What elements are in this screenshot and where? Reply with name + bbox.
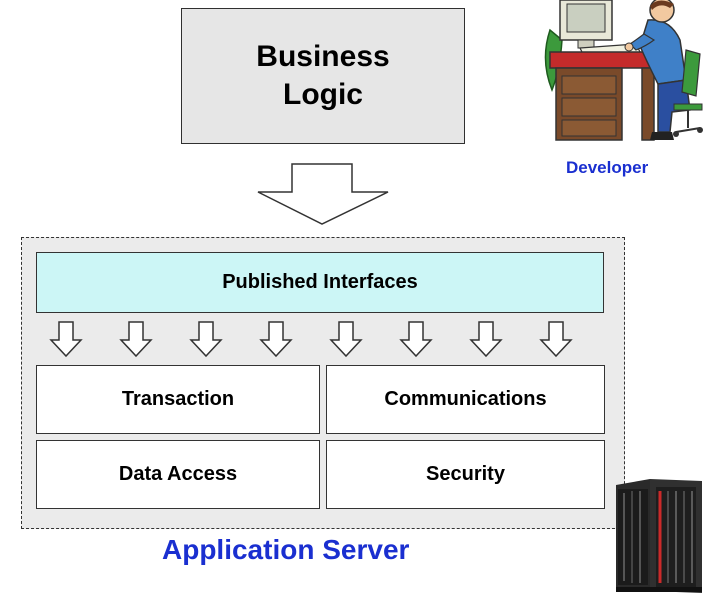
security-label: Security (426, 463, 505, 485)
small-down-arrow-icon (259, 321, 293, 358)
small-down-arrow-icon (469, 321, 503, 358)
interface-arrows (49, 321, 573, 358)
small-down-arrow-icon (189, 321, 223, 358)
business-logic-line2: Logic (283, 78, 363, 111)
transaction-label: Transaction (121, 388, 235, 410)
transaction-box: Transaction (36, 365, 320, 434)
communications-box: Communications (326, 365, 605, 434)
small-down-arrow-icon (49, 321, 83, 358)
business-logic-box: Business Logic (181, 8, 465, 144)
published-interfaces-label: Published Interfaces (222, 271, 418, 293)
data-access-box: Data Access (36, 440, 320, 509)
small-down-arrow-icon (399, 321, 433, 358)
developer-at-desk-icon (544, 0, 703, 141)
small-down-arrow-icon (539, 321, 573, 358)
developer-label: Developer (566, 158, 649, 177)
business-logic-line1: Business (256, 40, 390, 73)
published-interfaces-box: Published Interfaces (36, 252, 604, 313)
small-down-arrow-icon (329, 321, 363, 358)
small-down-arrow-icon (119, 321, 153, 358)
application-server-label: Application Server (162, 534, 410, 565)
communications-label: Communications (384, 388, 547, 410)
down-arrow-icon (257, 163, 389, 225)
security-box: Security (326, 440, 605, 509)
data-access-label: Data Access (118, 463, 238, 485)
server-rack-icon (616, 479, 702, 593)
